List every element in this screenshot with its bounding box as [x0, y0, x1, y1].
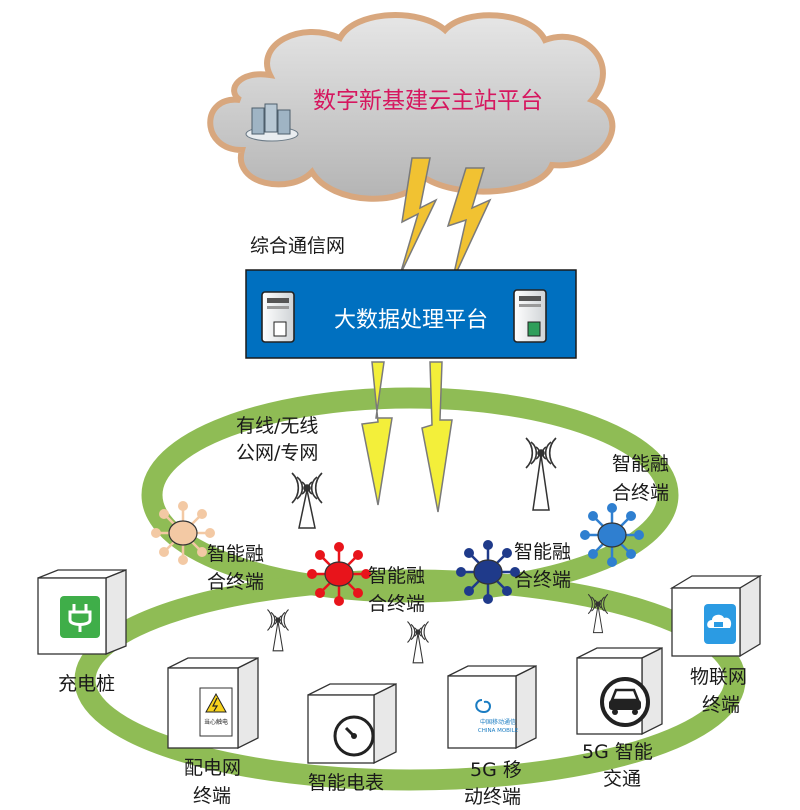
- link-type-label-line2: 公网/专网: [236, 442, 318, 464]
- smart-meter-label: 智能电表: [308, 772, 384, 794]
- lightning-bolt-icon: [421, 361, 453, 513]
- fusion-terminal-3-label-line2: 合终端: [514, 569, 571, 591]
- charging-plug-icon: [60, 596, 100, 638]
- fusion-terminal-node-4: [579, 502, 645, 568]
- distribution-terminal-label-line1: 配电网: [184, 757, 241, 779]
- small-antenna-icon: [406, 620, 430, 664]
- smart-traffic-label-line1: 5G 智能: [582, 741, 653, 763]
- network-label: 综合通信网: [250, 235, 345, 257]
- server-icon: [261, 291, 295, 343]
- china-mobile-logo: 中国移动通信 CHINA MOBILE: [475, 699, 519, 734]
- fusion-terminal-node-3: [455, 539, 521, 605]
- server-icon: [513, 289, 547, 343]
- link-type-label-line1: 有线/无线: [236, 415, 318, 437]
- smart-traffic-label-line2: 交通: [603, 768, 641, 790]
- fusion-terminal-4-label-line2: 合终端: [612, 482, 669, 504]
- warning-sign-icon: [205, 692, 227, 713]
- fusion-terminal-node-2: [306, 541, 372, 607]
- china-mobile-logo-cn: 中国移动通信: [480, 718, 516, 726]
- small-antenna-icon: [587, 593, 609, 634]
- platform-title: 大数据处理平台: [334, 308, 488, 333]
- network-rings: [74, 387, 746, 791]
- lightning-bolt-icon: [361, 361, 393, 506]
- fusion-terminal-1-label-line1: 智能融: [207, 543, 264, 565]
- fusion-terminal-3-label-line1: 智能融: [514, 541, 571, 563]
- charging-pile-label: 充电桩: [58, 673, 115, 695]
- small-antenna-icon: [266, 608, 290, 652]
- warning-sign-text: 当心触电: [204, 718, 228, 726]
- cloud-platform: 数字新基建云主站平台: [207, 12, 616, 202]
- fusion-terminal-2-label-line1: 智能融: [368, 565, 425, 587]
- lower-lightning-bolts: [361, 361, 453, 513]
- charging-pile-device: [37, 569, 127, 655]
- cloud-shape: [207, 12, 616, 202]
- upper-lightning-bolts: [399, 157, 492, 283]
- server-cluster-icon: [245, 103, 299, 142]
- iot-terminal-device: [669, 574, 763, 658]
- antenna-tower-icon: [525, 437, 557, 511]
- lightning-bolt-icon: [446, 167, 492, 283]
- bigdata-platform: 大数据处理平台: [245, 269, 577, 359]
- fusion-terminal-1-label-line2: 合终端: [207, 571, 264, 593]
- iot-terminal-label-line1: 物联网: [690, 666, 747, 688]
- iot-terminal-label-line2: 终端: [702, 694, 740, 716]
- distribution-terminal-device: 当心触电: [167, 656, 259, 750]
- cloud-title: 数字新基建云主站平台: [313, 88, 543, 114]
- upper-ring: [141, 387, 679, 603]
- fusion-terminal-4-label-line1: 智能融: [612, 453, 669, 475]
- fusion-terminal-node-1: [150, 500, 216, 566]
- lightning-bolt-icon: [399, 157, 438, 276]
- mobile-terminal-label-line1: 5G 移: [470, 759, 522, 781]
- mobile-terminal-device: 中国移动通信 CHINA MOBILE: [447, 664, 537, 750]
- distribution-terminal-label-line2: 终端: [193, 785, 231, 807]
- antenna-tower-icon: [291, 472, 323, 529]
- car-icon: [600, 677, 650, 727]
- gauge-icon: [333, 715, 375, 757]
- smart-traffic-device: [576, 646, 663, 736]
- lower-ring: [74, 569, 746, 791]
- mobile-terminal-label-line2: 动终端: [464, 786, 521, 808]
- fusion-terminal-2-label-line2: 合终端: [368, 593, 425, 615]
- china-mobile-logo-en: CHINA MOBILE: [478, 728, 519, 734]
- smart-meter-device: [307, 682, 397, 765]
